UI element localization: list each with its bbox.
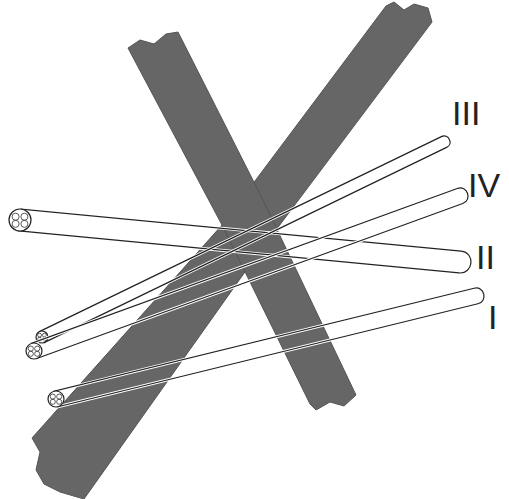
rod xyxy=(36,136,450,343)
callout-number: II xyxy=(476,240,495,274)
strand xyxy=(21,220,28,227)
strand xyxy=(28,351,33,356)
band xyxy=(128,32,356,410)
strand xyxy=(50,394,55,399)
rod-outline xyxy=(31,188,468,359)
strand xyxy=(57,399,62,404)
strand xyxy=(35,351,40,356)
rod xyxy=(48,288,484,407)
strand xyxy=(38,333,42,337)
strand xyxy=(57,394,62,399)
rod xyxy=(26,188,468,359)
rod-outline xyxy=(39,136,450,342)
strand xyxy=(12,220,19,227)
rod-end xyxy=(48,391,64,407)
rods xyxy=(9,136,484,407)
callout-number: IV xyxy=(468,168,500,202)
strand xyxy=(21,213,28,220)
strand xyxy=(35,346,40,351)
rod-outline xyxy=(54,288,484,407)
callout-number: I xyxy=(488,300,497,334)
rod-halo xyxy=(31,188,468,359)
strand xyxy=(50,399,55,404)
strand xyxy=(12,213,19,220)
rod-halo xyxy=(54,288,484,407)
strand xyxy=(42,333,46,337)
rod xyxy=(9,209,471,273)
rod-halo xyxy=(39,136,450,342)
rod-outline xyxy=(19,209,471,273)
rod-halo xyxy=(19,209,471,273)
strand xyxy=(28,346,33,351)
rod-end xyxy=(26,343,42,359)
rod-end xyxy=(9,209,31,231)
callout-number: III xyxy=(452,96,480,130)
